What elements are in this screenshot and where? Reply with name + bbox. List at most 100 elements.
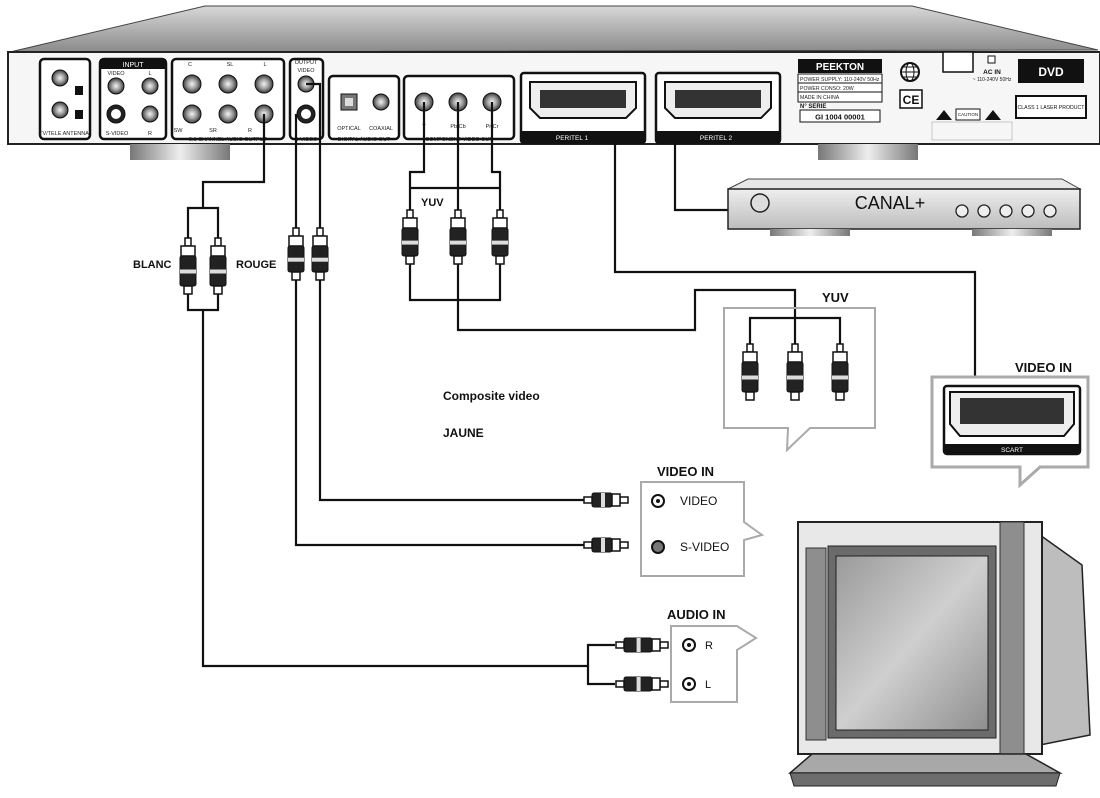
audio-51-label: 5.1 CHANNEL AUDIO OUTPUT [189,137,268,143]
input-header-bar [100,59,166,69]
license-text-block [931,121,1013,141]
s-video-label: S-VIDEO [680,540,729,554]
input-l-jack [141,77,159,95]
rouge-plug-collar [210,245,226,257]
s-video-plug-boot [291,271,301,281]
yuv-callout-frame [723,307,876,453]
s-video-plug-stripe [288,257,304,262]
decoder-button-5 [1043,204,1057,218]
scart-label: SCART [1001,447,1023,454]
audio-sw-jack [182,104,202,124]
yuv-bubble-plug-pr-collar [832,351,848,363]
input-r-label: R [148,131,152,137]
output-header: OUTPUT [295,60,318,66]
video-in-label: VIDEO IN [657,464,714,479]
yuv-bubble-plug-pr-boot [835,391,845,401]
yuv-plug-pr [491,209,509,265]
caution-box [955,108,981,121]
peritel1-pins [540,90,626,108]
blanc-plug [179,237,197,295]
brand-plate [798,59,882,73]
yuv-plug-pb-collar [450,217,466,229]
tv-audio-r-plug-collar [651,638,661,652]
audio-cable-l-branch [586,666,615,686]
tv-video-plug-collar [611,493,621,507]
yuv-plug-y-tip [406,209,414,219]
composite-plug-boot [315,271,325,281]
rouge-plug-stripe [210,269,226,274]
input-header: INPUT [123,62,145,69]
canal-decoder: CANAL+ [727,178,1082,236]
yuv-plug-pr-tip [496,209,504,219]
audio-c-jack [182,74,202,94]
rouge-plug [209,237,227,295]
serie-value: GI 1004 00001 [815,113,865,122]
audio-l-label: L [263,62,266,68]
decoder-power-button [750,193,770,213]
audio-cable-to-tv [201,310,615,668]
yuv-plug-pr-collar [492,217,508,229]
tv-audio-l-plug-boot [615,680,625,688]
yuv-callout: YUV [723,290,876,453]
audio-c-label: C [188,62,192,68]
audio-in-callout: AUDIO IN R L [667,607,758,703]
tv-audio-l-plug [615,676,669,692]
yuv-plug-y-stripe [402,240,418,245]
audio-sl-label: SL [227,62,234,68]
blanc-label: BLANC [133,259,172,271]
tv-back-housing [1039,533,1091,746]
input-video-jack [107,77,125,95]
yuv-plug-pb-stripe [450,240,466,245]
optical-port-inner [345,98,353,106]
antenna-out-tag [75,110,83,119]
decoder-button-1 [955,204,969,218]
yuv-bubble-plug-pb-boot [790,391,800,401]
tv-video-plug-boot [583,496,593,504]
scart-callout: VIDEO IN SCART [930,360,1090,489]
yuv-bubble-plug-pb-stripe [787,375,803,380]
warning-triangle-right-icon [985,110,1001,120]
coaxial-jack [372,93,390,111]
peritel2-label: PERITEL 2 [700,135,733,142]
tv-stand [787,753,1063,774]
ce-mark: CE [903,93,920,107]
tv-audio-r-plug [615,637,669,653]
tv-audio-r-plug-boot [615,641,625,649]
decoder-button-3 [999,204,1013,218]
audio-in-callout-frame [670,625,758,703]
player-foot-right [818,144,918,160]
decoder-foot-right [972,229,1052,236]
spec-box [797,73,883,103]
decoder-button-2 [977,204,991,218]
yuv-bubble-plug-pb-tip [791,343,799,353]
yuv-bubble-plug-pb-collar [787,351,803,363]
tv-audio-r-plug-tip [659,641,669,649]
audio-r-label: R [248,128,252,134]
scart-label-bar [944,444,1080,454]
blanc-plug-tip [184,237,192,247]
digital-audio-label: DIGITAL AUDIO OUT [338,137,391,143]
input-video-label: VIDEO [107,71,125,77]
audio-sr-label: SR [209,128,217,134]
video-in-callout: VIDEO IN VIDEO S-VIDEO [640,464,765,577]
composite-video-cable [306,82,588,502]
audio-in-label: AUDIO IN [667,607,726,622]
audio-r-label: R [705,640,713,652]
audio-r-jack-core [687,643,691,647]
audio-51-panel [170,57,286,141]
laser-label-box [1015,95,1087,119]
ac-switch-icon [987,55,996,64]
canal-cable [673,136,730,212]
yuv-main-cable [456,262,797,345]
tv-stand-base [789,772,1061,787]
power-supply: POWER SUPPLY: 110-240V 50Hz [800,77,880,83]
scart-video-in-label: VIDEO IN [1015,360,1072,375]
scart-callout-frame [930,375,1090,489]
blanc-plug-boot [183,285,193,295]
peritel1-label: PERITEL 1 [556,135,589,142]
ac-range: ~ 110-240V 50Hz [973,77,1012,83]
power-cons: POWER CONSO: 20W [800,86,854,92]
tv-video-plug [583,492,629,508]
blanc-plug-collar [180,245,196,257]
serie-box [799,109,881,123]
